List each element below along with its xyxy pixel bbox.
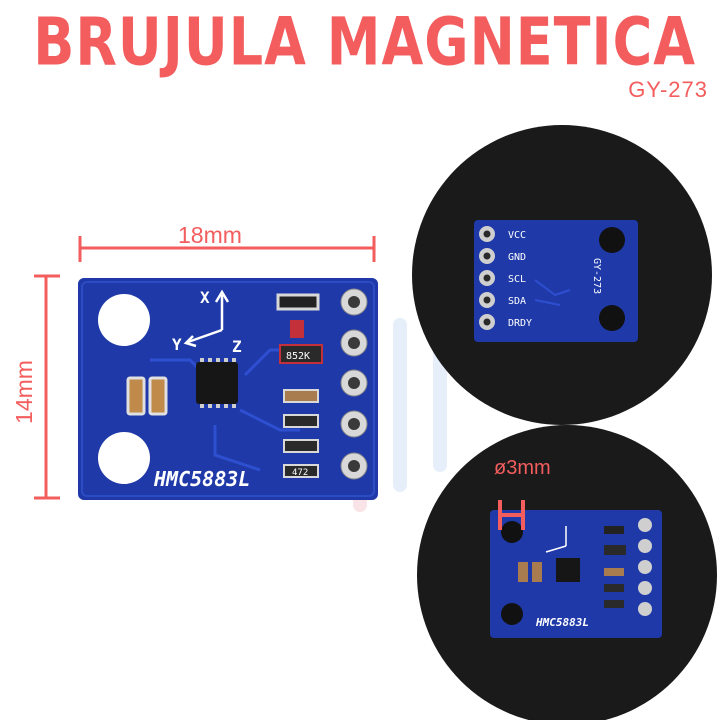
axis-y-label: Y [172, 335, 182, 354]
mounting-hole [501, 603, 523, 625]
hmc5883l-chip [556, 558, 580, 582]
resistor [283, 414, 319, 428]
pin-label-scl: SCL [508, 274, 526, 285]
mounting-hole [599, 227, 625, 253]
resistor-code: 852K [286, 351, 310, 362]
hole-diameter-label: ø3mm [494, 457, 551, 479]
resistor [283, 464, 319, 478]
hole-diameter-marker [498, 500, 525, 530]
resistor [276, 293, 320, 311]
hmc5883l-chip [196, 362, 238, 404]
axis-x-label: X [200, 288, 210, 307]
led [290, 320, 304, 338]
pin-header [638, 518, 652, 616]
mounting-hole [98, 432, 150, 484]
pin-label-sda: SDA [508, 296, 526, 307]
mounting-hole [599, 305, 625, 331]
axis-z-label: Z [232, 337, 242, 356]
small-chip-label: HMC5883L [535, 616, 589, 629]
pin-label-gnd: GND [508, 252, 526, 263]
pin-label-drdy: DRDY [508, 318, 532, 329]
resistor [283, 439, 319, 453]
pcb-back [474, 220, 638, 342]
width-dimension-label: 18mm [178, 222, 242, 248]
page-title: BRUJULA MAGNETICA [33, 3, 696, 81]
mounting-hole [501, 521, 523, 543]
back-model-label: GY-273 [591, 258, 602, 294]
height-dimension-line [34, 274, 60, 500]
pin-label-vcc: VCC [508, 230, 526, 241]
capacitor [126, 376, 146, 416]
model-subtitle: GY-273 [628, 77, 708, 102]
capacitor [148, 376, 168, 416]
resistor [279, 344, 323, 364]
mounting-hole [98, 294, 150, 346]
width-dimension-line [78, 236, 376, 262]
resistor-code: 472 [292, 468, 308, 478]
chip-label: HMC5883L [153, 467, 250, 491]
resistor [283, 389, 319, 403]
